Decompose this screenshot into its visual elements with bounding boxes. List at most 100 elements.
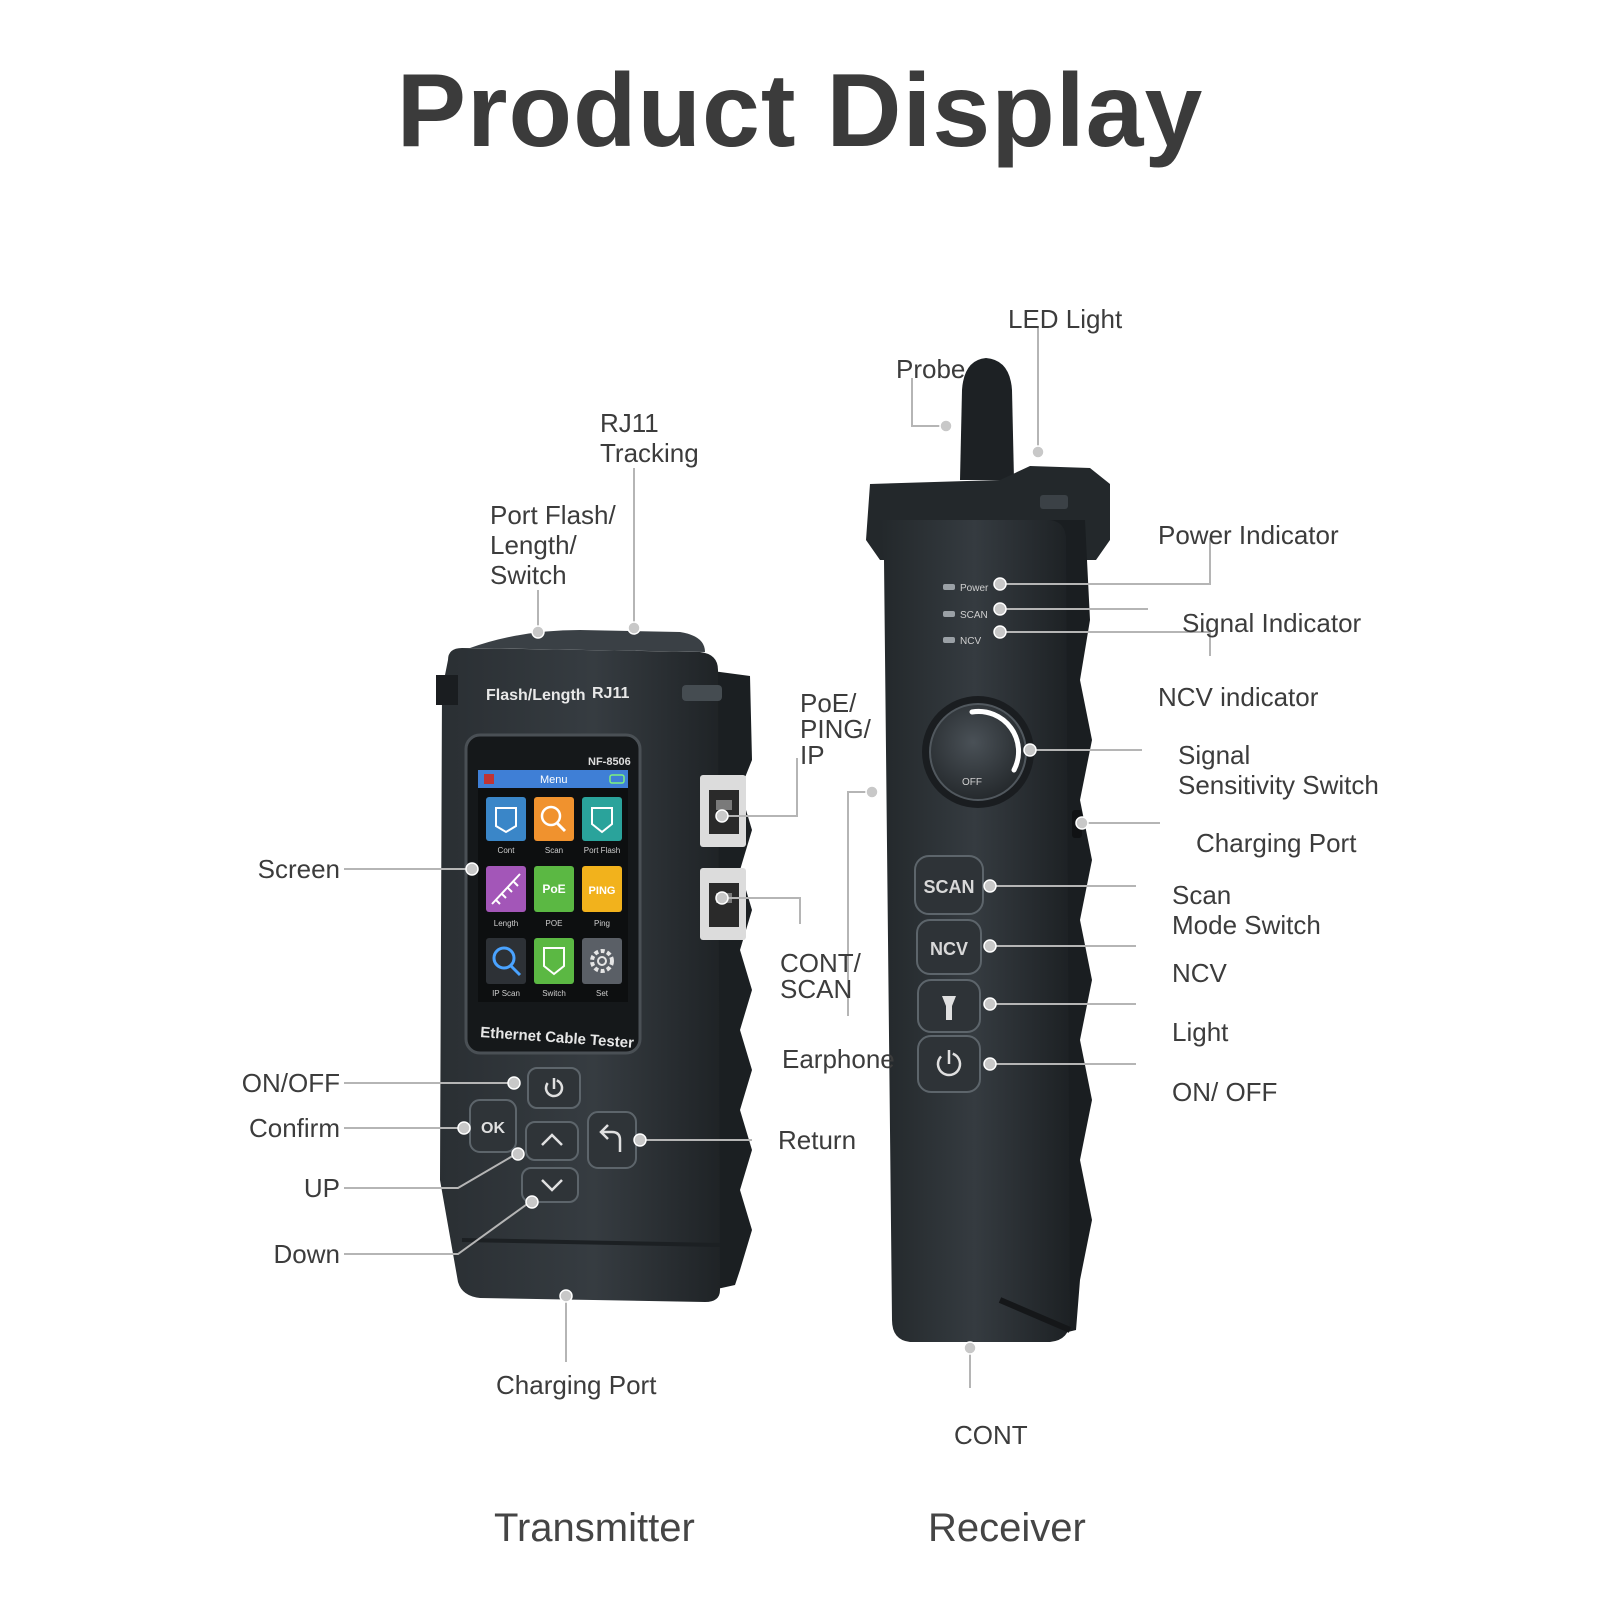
transmitter-base-edge	[461, 1238, 721, 1247]
ping-tile-text: PING	[589, 885, 616, 897]
dot-ncv-ind	[993, 625, 1007, 639]
dot-led-light	[1031, 445, 1045, 459]
dot-signal-ind	[993, 602, 1007, 616]
app-label-length: Length	[494, 919, 518, 928]
dot-up	[511, 1147, 525, 1161]
power-icon	[544, 1078, 564, 1098]
app-label-ip-scan: IP Scan	[492, 989, 520, 998]
tx-return-button	[587, 1111, 637, 1169]
label-cont-scan: CONT/ SCAN	[780, 948, 861, 1004]
leader-poe-ping-ip	[724, 758, 798, 817]
label-earphone: Earphone	[782, 1044, 895, 1074]
transmitter-model-label: NF-8506	[588, 756, 631, 768]
label-tx-charging-port: Charging Port	[496, 1370, 657, 1400]
label-led-light: LED Light	[1008, 304, 1123, 334]
tx-down-button	[521, 1167, 579, 1203]
leader-power-indicator	[1000, 538, 1211, 585]
app-label-switch: Switch	[542, 989, 566, 998]
dot-sensitivity	[1023, 743, 1037, 757]
rx-ncv-label: NCV	[930, 939, 968, 959]
dot-tx-charging	[559, 1289, 573, 1303]
app-tile-scan	[534, 797, 574, 841]
dot-return	[633, 1133, 647, 1147]
indicator-power-label: Power	[960, 583, 989, 594]
rx-scan-label: SCAN	[923, 877, 974, 897]
rx-power-icon	[936, 1051, 962, 1077]
dot-rj11	[627, 621, 641, 635]
label-power-indicator: Power Indicator	[1158, 520, 1339, 550]
tx-ok-label: OK	[481, 1120, 505, 1137]
receiver-bottom-grip	[998, 1297, 1072, 1333]
port-flash-icon	[591, 807, 613, 834]
tx-up-button	[525, 1121, 579, 1161]
dot-poe	[715, 809, 729, 823]
screen-battery-icon	[609, 774, 625, 784]
app-label-cont: Cont	[498, 846, 516, 855]
dot-probe	[939, 419, 953, 433]
dot-rx-charging	[1075, 816, 1089, 830]
label-on-off: ON/OFF	[241, 1068, 340, 1098]
label-port-flash-length-switch: Port Flash/ Length/ Switch	[490, 500, 616, 590]
dot-light	[983, 997, 997, 1011]
page-title: Product Display	[396, 53, 1204, 169]
label-ncv: NCV	[1172, 958, 1227, 988]
leader-ncv-indicator	[1000, 631, 1211, 656]
app-label-set: Set	[596, 989, 609, 998]
dot-on-off	[507, 1076, 521, 1090]
receiver-indicator-panel: Power SCAN NCV	[943, 583, 989, 647]
transmitter-keypad: OK	[469, 1067, 637, 1203]
dot-down	[525, 1195, 539, 1209]
transmitter-top-label-right: RJ11	[592, 685, 629, 702]
label-up: UP	[303, 1173, 340, 1203]
chevron-up-icon	[541, 1133, 563, 1146]
dot-rx-on-off	[983, 1057, 997, 1071]
app-label-scan: Scan	[545, 846, 563, 855]
transmitter-top-notch-left	[436, 675, 458, 705]
app-tile-set	[582, 938, 622, 984]
screen-menu-title: Menu	[540, 774, 568, 786]
transmitter-top-cap	[470, 630, 705, 652]
caption-transmitter: Transmitter	[494, 1506, 695, 1550]
receiver-buttons: SCAN NCV	[914, 855, 984, 1093]
label-screen: Screen	[257, 854, 340, 884]
app-label-ping: Ping	[594, 919, 610, 928]
label-ncv-indicator: NCV indicator	[1158, 682, 1319, 712]
cont-icon	[495, 807, 517, 834]
caption-receiver: Receiver	[928, 1506, 1086, 1550]
dot-cont	[963, 1341, 977, 1355]
app-tile-ip-scan	[486, 938, 526, 984]
app-label-port-flash: Port Flash	[584, 846, 620, 855]
leader-earphone	[847, 791, 872, 1016]
label-poe-ping-ip: PoE/ PING/ IP	[800, 688, 871, 770]
knob-off-label: OFF	[962, 777, 982, 788]
ip-scan-icon	[492, 946, 516, 970]
chevron-down-icon	[541, 1179, 563, 1192]
leader-probe	[911, 378, 946, 427]
dot-cont-scan	[715, 891, 729, 905]
indicator-ncv-label: NCV	[960, 636, 981, 647]
label-rj11-tracking: RJ11 Tracking	[600, 408, 699, 468]
dot-port-flash	[531, 625, 545, 639]
knob-arc-indicator	[969, 708, 1022, 773]
label-cont: CONT	[954, 1420, 1028, 1450]
switch-icon	[543, 947, 565, 976]
app-tile-cont	[486, 797, 526, 841]
leader-cont-scan	[724, 897, 801, 924]
leader-down	[344, 1201, 531, 1255]
transmitter-top-label-left: Flash/Length	[486, 687, 586, 704]
sensitivity-knob: OFF	[922, 696, 1034, 808]
scan-magnifier-icon	[540, 805, 562, 827]
app-tile-ping	[582, 866, 622, 912]
label-signal-indicator: Signal Indicator	[1182, 608, 1362, 638]
rx-ncv-button	[916, 919, 982, 975]
leader-dots	[457, 419, 1089, 1355]
label-sensitivity-switch: Signal Sensitivity Switch	[1178, 740, 1379, 800]
dot-screen	[465, 862, 479, 876]
transmitter-screen: Menu Cont Scan Port Flash PoE	[478, 770, 628, 1002]
dot-earphone	[865, 785, 879, 799]
receiver-head-slot	[1040, 495, 1068, 509]
label-rx-charging-port: Charging Port	[1196, 828, 1357, 858]
app-tile-port-flash	[582, 797, 622, 841]
